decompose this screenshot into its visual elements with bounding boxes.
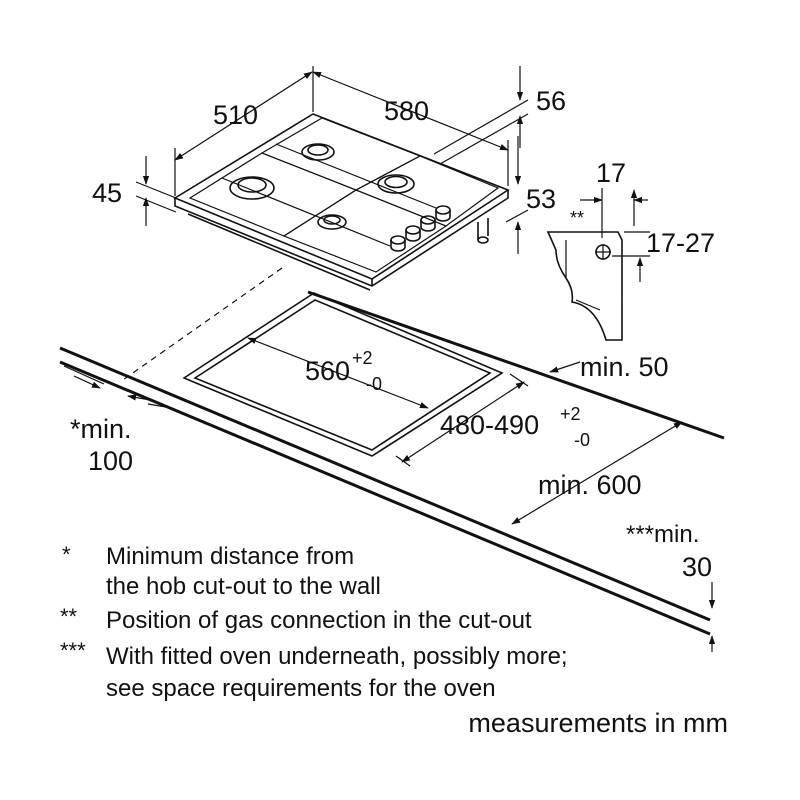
burner — [377, 174, 415, 194]
worktop-dimension-lines — [63, 337, 716, 652]
dim-gas-marker: ** — [570, 208, 584, 228]
dim-hob-base-height: 53 — [526, 184, 556, 214]
dim-worktop-depth: min. 600 — [538, 470, 642, 500]
note-text: the hob cut-out to the wall — [106, 573, 381, 600]
dim-worktop-edge: min. 50 — [580, 352, 669, 382]
dim-oven-gap-line2: 30 — [682, 552, 712, 582]
note-text: With fitted oven underneath, possibly mo… — [106, 643, 568, 670]
dim-wall-distance-line1: *min. — [70, 414, 132, 444]
dim-hob-height: 45 — [92, 178, 122, 208]
dim-gas-offset: 17 — [596, 158, 626, 188]
burner — [229, 176, 275, 200]
dim-hob-depth: 510 — [213, 100, 258, 130]
burner — [301, 143, 335, 161]
note-text: Position of gas connection in the cut-ou… — [106, 607, 532, 634]
dim-oven-gap-line1: ***min. — [626, 521, 699, 548]
control-knob — [420, 215, 436, 232]
control-knob — [435, 205, 451, 222]
note-mark: ** — [60, 604, 78, 629]
hob-dimension-lines — [135, 66, 529, 254]
dim-cutout-depth: 480-490 +2 -0 — [440, 404, 590, 450]
dim-hob-width: 580 — [384, 96, 429, 126]
dim-cutout-width: 560 +2 -0 — [305, 348, 382, 394]
note-mark: * — [62, 542, 71, 567]
units-label: measurements in mm — [468, 708, 728, 738]
notes-list: * Minimum distance from the hob cut-out … — [60, 542, 568, 702]
gas-connection-section — [546, 188, 650, 341]
note-text: see space requirements for the oven — [106, 675, 496, 702]
burner — [317, 214, 347, 230]
control-knob — [390, 235, 406, 252]
note-mark: *** — [60, 638, 86, 663]
dim-gas-range: 17-27 — [646, 228, 715, 258]
note-text: Minimum distance from — [106, 543, 354, 570]
projection-line — [119, 267, 283, 383]
dim-wall-distance-line2: 100 — [88, 446, 133, 476]
dim-hob-top-offset: 56 — [536, 86, 566, 116]
control-knob — [405, 225, 421, 242]
